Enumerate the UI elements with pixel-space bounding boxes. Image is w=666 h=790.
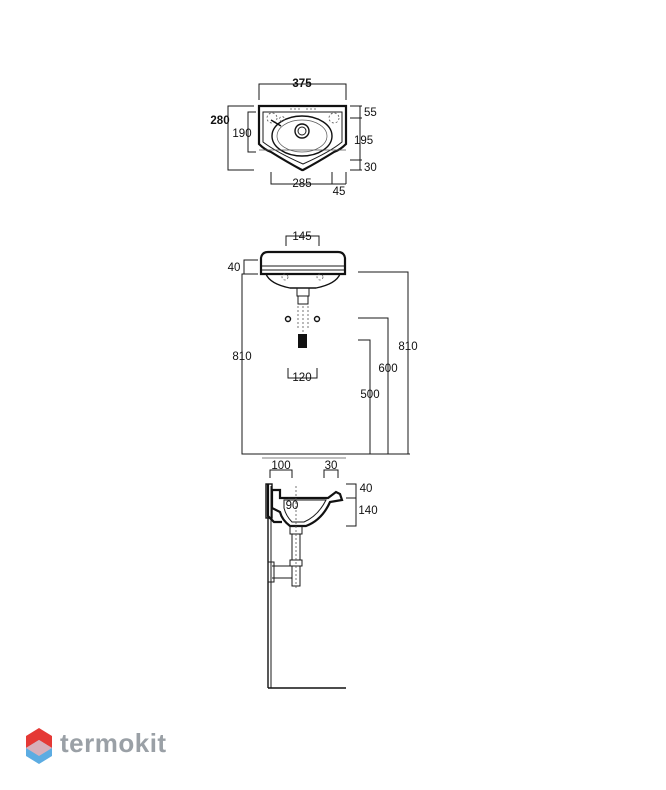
top-view-tap-mark [270, 119, 282, 127]
dim-45-label: 45 [333, 186, 346, 198]
top-view-basin-inner [262, 111, 343, 165]
side-view: 100 30 90 40 140 [265, 460, 378, 689]
dim-40-front-line [243, 259, 258, 275]
dim-600-label: 600 [378, 363, 397, 375]
dim-810-right-line [358, 271, 409, 454]
dim-145-label: 145 [292, 231, 311, 243]
termokit-logo-text: termokit [60, 728, 167, 758]
dim-140-label: 140 [358, 505, 377, 517]
top-view-drain-inner [297, 126, 307, 136]
dim-120-label: 120 [292, 372, 311, 384]
top-view-bowl [271, 115, 333, 157]
front-view-basin-rim [259, 250, 347, 276]
dim-30-label: 30 [364, 162, 377, 174]
dim-140-line [346, 497, 357, 527]
dim-500-line [358, 339, 371, 454]
dim-190-line [247, 111, 256, 153]
dim-375-line [258, 83, 347, 100]
front-view-bolt-left [284, 315, 292, 323]
top-view-tap-hole-right [328, 112, 340, 124]
dim-280-label: 280 [210, 115, 229, 127]
dim-120-line [287, 368, 318, 379]
dim-40-side-label: 40 [360, 483, 373, 495]
dim-30-side-label: 30 [325, 460, 338, 472]
front-view-tap-right [316, 273, 324, 281]
top-view: 375 280 190 55 195 30 285 45 [210, 78, 376, 198]
front-view-trap-top [296, 287, 310, 297]
dim-145-line [285, 235, 320, 246]
side-view-waste-arm [272, 565, 292, 579]
top-view-bowl-inner [276, 119, 328, 153]
side-view-wall-flange [267, 561, 275, 583]
dim-810-left-line [241, 273, 252, 455]
front-view-waste-outlet [298, 334, 307, 348]
dim-195-label: 195 [354, 135, 373, 147]
dim-285-label: 285 [292, 178, 311, 190]
dim-600-line [358, 317, 389, 454]
dim-100-label: 100 [271, 460, 290, 472]
dim-810-left-label: 810 [232, 351, 251, 363]
dim-500-label: 500 [360, 389, 379, 401]
side-view-bracket [266, 484, 282, 524]
front-view-tap-left [281, 273, 289, 281]
front-view-bolt-right [313, 315, 321, 323]
front-view: 145 120 40 810 810 600 [228, 231, 418, 459]
front-view-basin-body [265, 273, 341, 289]
dim-190-label: 190 [232, 128, 251, 140]
dim-55-label: 55 [364, 107, 377, 119]
top-view-drain [294, 123, 310, 139]
dim-285-line [270, 172, 333, 185]
dim-40-side-line [346, 483, 357, 499]
dim-375-label: 375 [292, 78, 312, 90]
dim-90-label: 90 [286, 500, 299, 512]
dim-30-side-line [323, 469, 339, 478]
top-view-overflow-left [279, 116, 285, 122]
termokit-logo-icon [26, 728, 52, 764]
dim-280-line [227, 105, 254, 171]
top-view-tap-hole-left [266, 112, 278, 124]
dim-810-right-label: 810 [398, 341, 417, 353]
side-view-bowl-inner [283, 499, 327, 523]
dim-100-line [269, 469, 293, 478]
side-view-basin-profile [270, 488, 344, 528]
dim-40-front-label: 40 [228, 262, 241, 274]
front-view-trap-mid [297, 295, 309, 305]
